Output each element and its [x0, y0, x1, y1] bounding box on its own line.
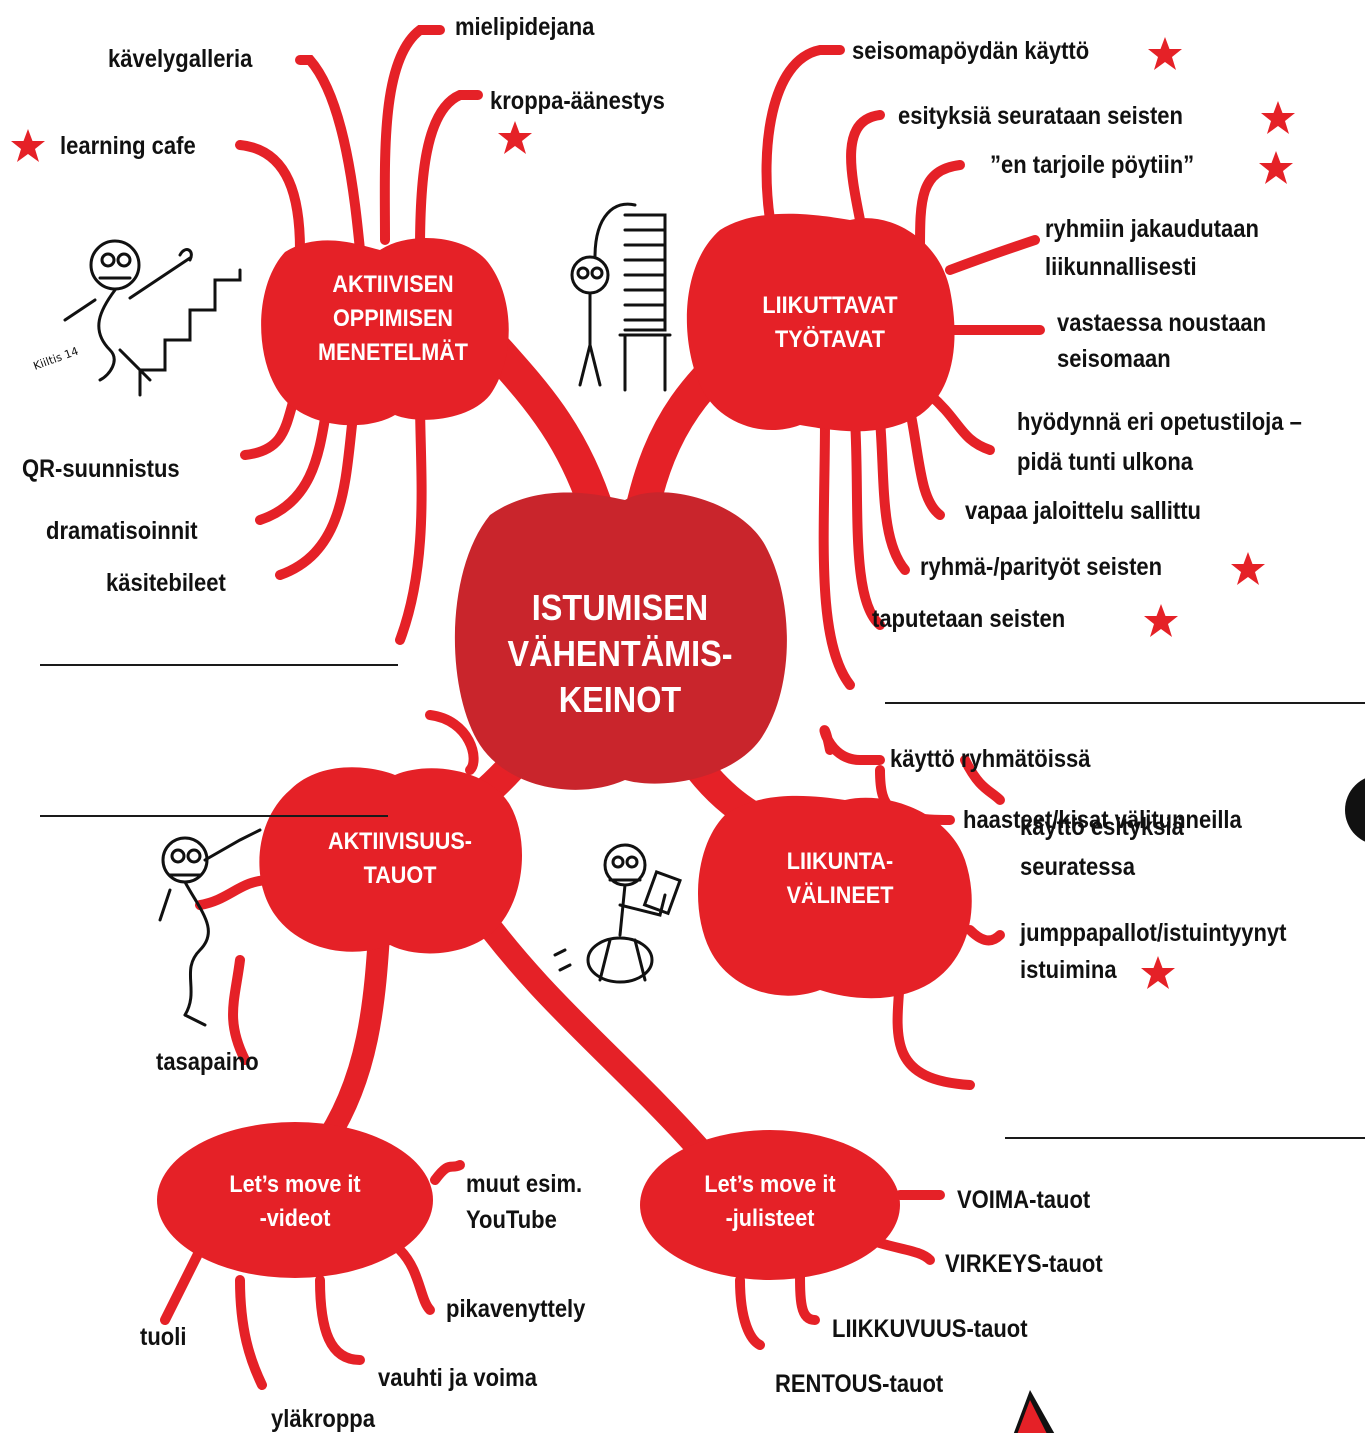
leaf-kayttoesit-1: käyttö esityksiä [1020, 813, 1184, 841]
star-icon [10, 128, 46, 164]
node-videot: Let’s move it -videot [196, 1168, 394, 1236]
node-label: Let’s move it [704, 1171, 836, 1198]
divider-line [40, 815, 388, 817]
node-liikuttavat: LIIKUTTAVAT TYÖTAVAT [731, 289, 929, 357]
center-title-line: KEINOT [558, 679, 682, 720]
node-label: AKTIIVISUUS- [327, 828, 472, 855]
node-blob-aktiivisen [261, 238, 509, 426]
star-icon [1230, 551, 1266, 587]
divider-line [885, 702, 1365, 704]
leaf-pikavenyttely: pikavenyttely [446, 1295, 586, 1323]
node-blob-videot [157, 1122, 433, 1278]
leaf-liikkuvuus: LIIKKUVUUS-tauot [832, 1315, 1028, 1343]
leaf-learning: learning cafe [60, 132, 196, 160]
leaf-muut-1: muut esim. [466, 1170, 583, 1198]
leaf-vauhti: vauhti ja voima [378, 1364, 537, 1392]
leaf-seisomapoyta: seisomapöydän käyttö [852, 37, 1090, 65]
node-label: LIIKUNTA- [786, 848, 894, 875]
divider-line [40, 664, 398, 666]
node-label: OPPIMISEN [332, 305, 454, 332]
leaf-hyodynna-2: pidä tunti ulkona [1017, 448, 1193, 476]
node-label: Let’s move it [229, 1171, 361, 1198]
leaf-voima: VOIMA-tauot [957, 1186, 1091, 1214]
branch-trunk-julisteet [458, 888, 712, 1162]
leaf-rentous: RENTOUS-tauot [775, 1370, 944, 1398]
signature-text: Kiiltis 14 [32, 345, 81, 373]
leaf-jumppa-2: istuimina [1020, 956, 1117, 984]
node-blob-liikunta [698, 795, 972, 999]
leaf-kasitebileet: käsitebileet [106, 569, 226, 597]
branch-trunk-videot [309, 909, 391, 1161]
star-icon [1140, 955, 1176, 991]
star-icon [1147, 36, 1183, 72]
partial-circle-shape [1345, 778, 1365, 842]
star-icon [1143, 603, 1179, 639]
center-title: ISTUMISEN VÄHENTÄMIS- KEINOT [494, 585, 746, 723]
node-blob-aktiivisuus [259, 767, 522, 954]
star-icon [1260, 100, 1296, 136]
leaf-ryhmiin-1: ryhmiin jakaudutaan [1045, 215, 1259, 243]
leaf-ylakroppa: yläkroppa [271, 1405, 375, 1433]
leaf-entarjoile: ”en tarjoile pöytiin” [990, 151, 1195, 179]
divider-line [1005, 1137, 1365, 1139]
leaf-virkeys: VIRKEYS-tauot [945, 1250, 1103, 1278]
node-liikunta: LIIKUNTA- VÄLINEET [741, 845, 939, 913]
node-blob-julisteet [640, 1130, 900, 1280]
node-label: TYÖTAVAT [775, 326, 885, 353]
leaf-kavelygalleria: kävelygalleria [108, 45, 253, 73]
node-label: -julisteet [725, 1205, 815, 1232]
leaf-vapaa: vapaa jaloittelu sallittu [965, 497, 1201, 525]
leaf-kayttoesit-2: seuratessa [1020, 853, 1135, 881]
node-label: MENETELMÄT [318, 339, 468, 366]
leaf-mielipidejana: mielipidejana [455, 13, 595, 41]
star-icon [1258, 150, 1294, 186]
leaf-kayttoryhma: käyttö ryhmätöissä [890, 745, 1091, 773]
node-aktiivisen: AKTIIVISEN OPPIMISEN MENETELMÄT [294, 268, 492, 370]
node-julisteet: Let’s move it -julisteet [671, 1168, 869, 1236]
leaf-vastaessa-1: vastaessa noustaan [1057, 309, 1267, 337]
leaf-taputetaan: taputetaan seisten [872, 605, 1066, 633]
node-blob-liikuttavat [686, 213, 955, 432]
center-title-line: VÄHENTÄMIS- [507, 633, 733, 674]
leaf-tuoli: tuoli [140, 1323, 187, 1351]
doodle-character-books [570, 202, 672, 392]
node-label: AKTIIVISEN [332, 271, 454, 298]
node-label: VÄLINEET [786, 882, 894, 909]
leaf-dramatisoinnit: dramatisoinnit [46, 517, 198, 545]
leaf-kroppa: kroppa-äänestys [490, 87, 665, 115]
leaf-hyodynna-1: hyödynnä eri opetustiloja – [1017, 408, 1302, 436]
leaf-ryhmiin-2: liikunnallisesti [1045, 253, 1197, 281]
doodle-character-jump [158, 828, 262, 1027]
leaf-ryhmaparityot: ryhmä-/parityöt seisten [920, 553, 1163, 581]
node-label: -videot [259, 1205, 331, 1232]
doodle-character-ball [553, 843, 682, 984]
leaf-esityksia: esityksiä seurataan seisten [898, 102, 1183, 130]
node-aktiivisuus: AKTIIVISUUS- TAUOT [301, 825, 499, 893]
leaf-muut-2: YouTube [466, 1206, 557, 1234]
node-label: TAUOT [363, 862, 437, 889]
center-title-line: ISTUMISEN [531, 587, 709, 628]
leaf-tasapaino: tasapaino [156, 1048, 259, 1076]
node-label: LIIKUTTAVAT [762, 292, 898, 319]
doodle-character-stairs: Kiiltis 14 [32, 239, 242, 397]
star-icon [497, 120, 533, 156]
leaf-jumppa-1: jumppapallot/istuintyynyt [1020, 919, 1287, 947]
leaf-haasteet: haasteet/kisat välitunneilla [963, 806, 1242, 834]
leaf-vastaessa-2: seisomaan [1057, 345, 1171, 373]
center-blob [454, 492, 787, 790]
leaf-qr: QR-suunnistus [22, 455, 180, 483]
